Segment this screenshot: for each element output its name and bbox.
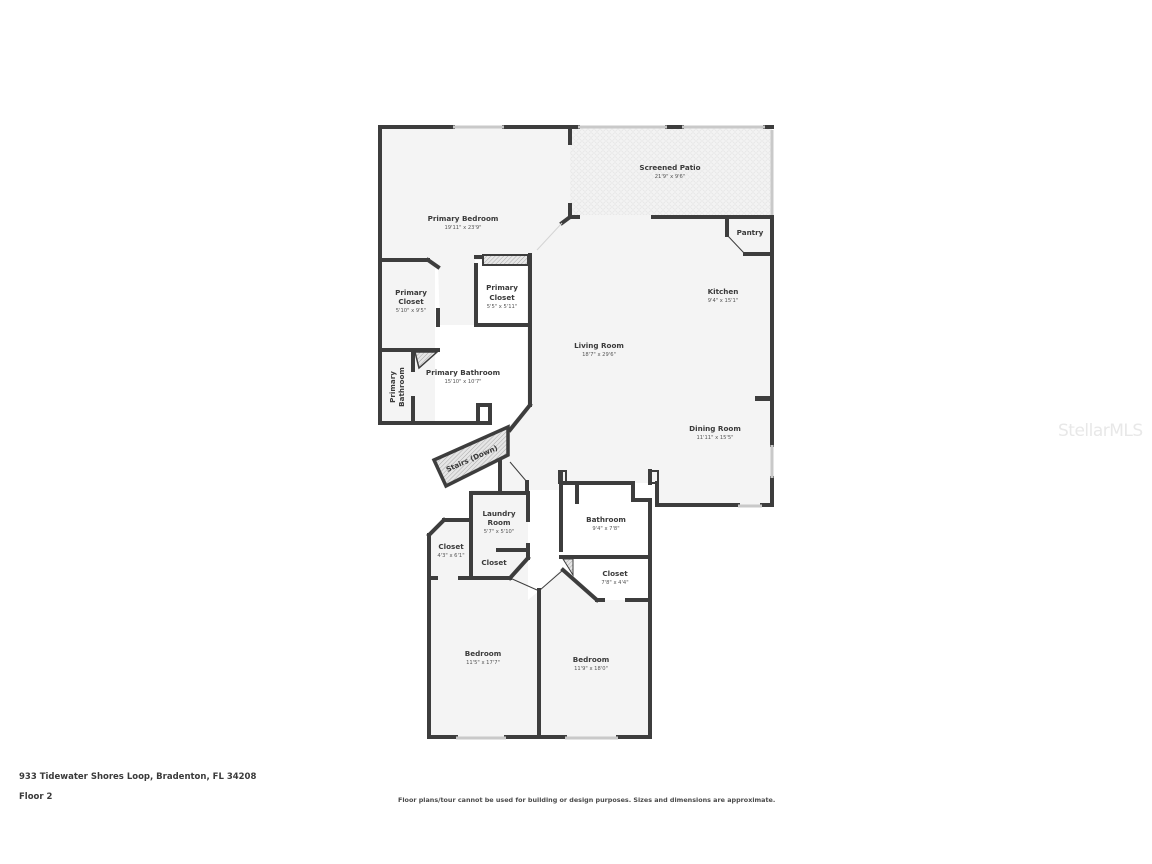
room-kitchen-name: Kitchen (708, 287, 739, 296)
room-screened-patio-name: Screened Patio (639, 163, 700, 172)
room-primary-closet-left-dims: 5'10" x 9'5" (396, 308, 427, 314)
room-screened-patio-dims: 21'9" x 9'6" (655, 174, 686, 180)
disclaimer-text: Floor plans/tour cannot be used for buil… (398, 796, 776, 804)
room-living-room-name: Living Room (574, 341, 624, 350)
room-pantry-name: Pantry (737, 228, 764, 237)
room-primary-closet-right-name2: Closet (489, 293, 515, 302)
room-closet-right-name: Closet (602, 569, 628, 578)
room-primary-bedroom-name: Primary Bedroom (428, 214, 499, 223)
room-closet-left-dims: 4'3" x 6'1" (437, 553, 464, 559)
room-closet-small-name: Closet (481, 558, 507, 567)
room-primary-closet-left-name2: Closet (398, 297, 424, 306)
room-dining-room-dims: 11'11" x 15'5" (696, 435, 733, 441)
room-primary-closet-left-name1: Primary (395, 288, 427, 297)
floor-fills (380, 127, 772, 737)
room-bedroom-right-name: Bedroom (573, 655, 609, 664)
room-labels: Primary Bedroom 19'11" x 23'9" Screened … (388, 163, 764, 672)
room-bedroom-right-dims: 11'9" x 18'0" (574, 666, 608, 672)
property-address: 933 Tidewater Shores Loop, Bradenton, FL… (19, 772, 257, 782)
room-laundry-name2: Room (488, 518, 511, 527)
windows (453, 125, 774, 740)
walls (378, 125, 774, 739)
room-primary-bathroom-dims: 15'10" x 10'7" (444, 379, 481, 385)
room-laundry-dims: 5'7" x 5'10" (484, 529, 515, 535)
room-primary-bathroom-name: Primary Bathroom (426, 368, 500, 377)
room-closet-left-name: Closet (438, 542, 464, 551)
room-laundry-name1: Laundry (482, 509, 515, 518)
room-dining-room-name: Dining Room (689, 424, 741, 433)
room-kitchen-dims: 9'4" x 15'1" (708, 298, 739, 304)
watermark-logo: StellarMLS (1058, 421, 1143, 441)
room-primary-bathroom-small-name2: Bathroom (397, 367, 406, 407)
room-bathroom-name: Bathroom (586, 515, 626, 524)
room-living-room-dims: 18'7" x 29'6" (582, 352, 616, 358)
floor-label: Floor 2 (19, 792, 53, 802)
room-primary-bathroom-small-name1: Primary (388, 371, 397, 403)
room-closet-right-dims: 7'8" x 4'4" (601, 580, 628, 586)
room-bathroom-dims: 9'4" x 7'8" (592, 526, 619, 532)
room-bedroom-left-name: Bedroom (465, 649, 501, 658)
room-primary-bedroom-dims: 19'11" x 23'9" (444, 225, 481, 231)
room-bedroom-left-dims: 11'5" x 17'7" (466, 660, 500, 666)
room-primary-closet-right-dims: 5'5" x 5'11" (487, 304, 518, 310)
room-primary-closet-right-name1: Primary (486, 283, 518, 292)
